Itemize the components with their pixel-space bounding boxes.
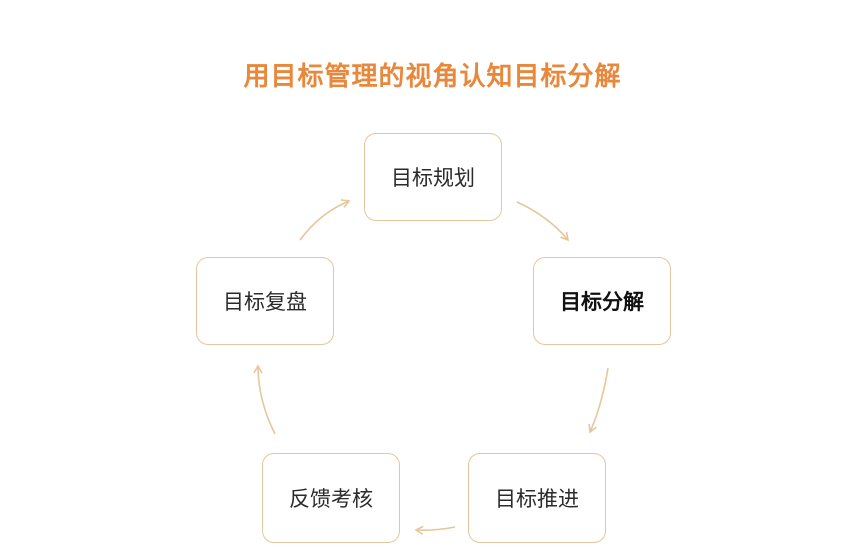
diagram-title: 用目标管理的视角认知目标分解 (243, 62, 622, 92)
node-label: 反馈考核 (289, 487, 373, 511)
arrow-n3-n4 (414, 525, 456, 536)
node-feedback-assessment: 反馈考核 (262, 453, 400, 543)
node-goal-review: 目标复盘 (196, 257, 334, 345)
node-label: 目标分解 (560, 290, 644, 314)
node-label: 目标复盘 (223, 290, 307, 314)
node-goal-decomposition: 目标分解 (533, 257, 671, 345)
node-goal-advancement: 目标推进 (468, 453, 606, 543)
arrow-n2-n3 (588, 367, 609, 434)
node-goal-planning: 目标规划 (364, 133, 502, 221)
arrow-n5-n1 (299, 199, 351, 241)
arrow-n1-n2 (516, 201, 570, 242)
node-label: 目标规划 (391, 166, 475, 190)
arrow-n4-n5 (253, 364, 276, 435)
node-label: 目标推进 (495, 487, 579, 511)
